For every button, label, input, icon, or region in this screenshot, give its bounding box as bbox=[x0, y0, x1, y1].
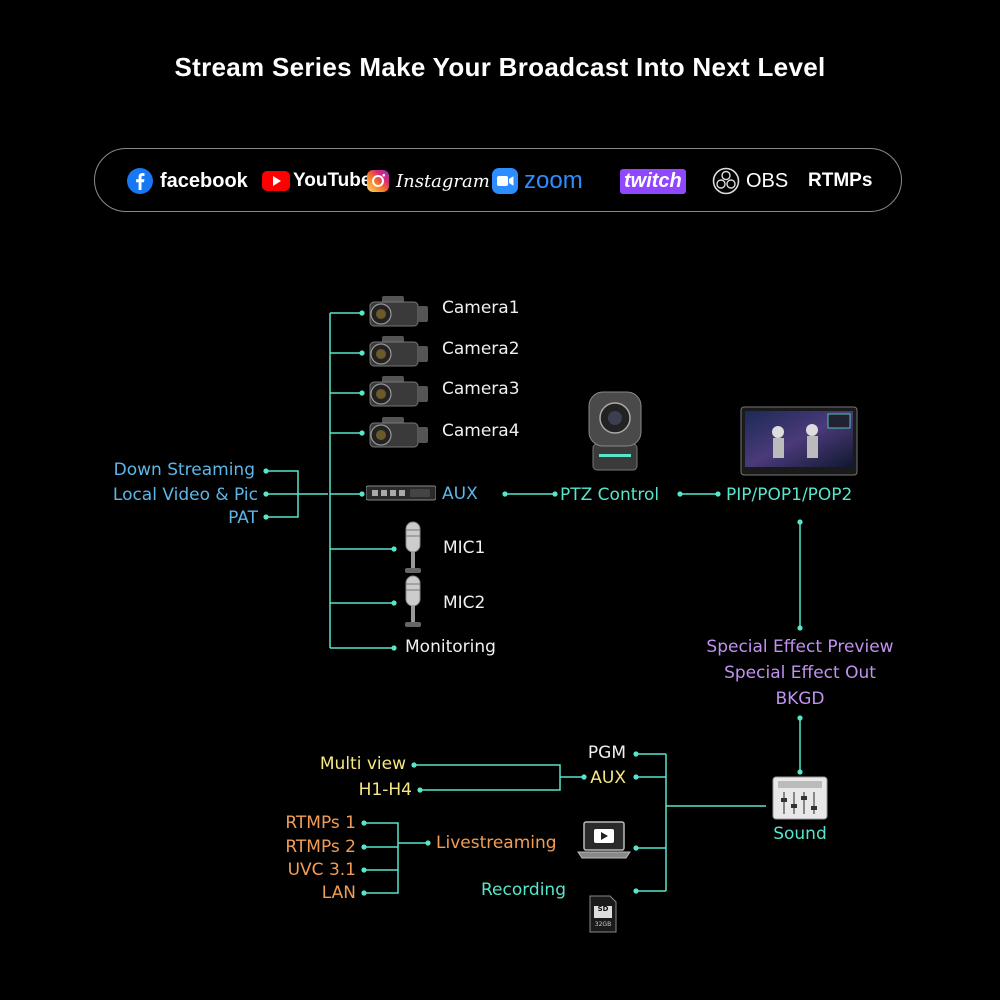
stream-target-lan: LAN bbox=[321, 883, 356, 903]
input-pat: PAT bbox=[228, 508, 258, 528]
audio-mixer-icon bbox=[772, 776, 828, 820]
platform-label: YouTube bbox=[293, 170, 372, 191]
pip-pop-label: PIP/POP1/POP2 bbox=[726, 485, 853, 505]
effect-bkgd: BKGD bbox=[775, 689, 825, 709]
sound-label: Sound bbox=[773, 824, 827, 844]
input-local-video: Local Video & Pic bbox=[112, 485, 258, 505]
source-mic1: MIC1 bbox=[443, 538, 486, 558]
instagram-icon bbox=[367, 170, 389, 192]
camcorder-icon bbox=[369, 296, 428, 327]
microphone-icon bbox=[405, 575, 421, 627]
stream-target-rtmps1: RTMPs 1 bbox=[285, 813, 356, 833]
effect-preview: Special Effect Preview bbox=[706, 637, 894, 657]
switcher-icon bbox=[366, 485, 436, 501]
output-multi-view: Multi view bbox=[319, 754, 406, 774]
platform-label: twitch bbox=[624, 169, 682, 192]
sd-card-capacity: 32GB bbox=[594, 921, 612, 928]
monitor-icon bbox=[740, 406, 858, 476]
platform-youtube: YouTube bbox=[262, 167, 371, 195]
output-recording: Recording bbox=[480, 880, 566, 900]
source-mic2: MIC2 bbox=[443, 593, 486, 613]
facebook-icon bbox=[127, 168, 153, 194]
sd-card-label: SD bbox=[597, 905, 609, 913]
microphone-icon bbox=[405, 521, 421, 573]
platform-label: RTMPs bbox=[808, 170, 873, 191]
camcorder-icon bbox=[369, 376, 428, 407]
output-aux: AUX bbox=[590, 768, 626, 788]
platform-label: Instagram bbox=[396, 170, 490, 192]
platform-label: OBS bbox=[746, 169, 789, 192]
platform-bar bbox=[94, 148, 902, 212]
ptz-control-label: PTZ Control bbox=[560, 485, 660, 505]
output-pgm: PGM bbox=[587, 743, 626, 763]
twitch-icon: twitch bbox=[620, 168, 686, 194]
source-monitoring: Monitoring bbox=[405, 637, 496, 657]
page-title: Stream Series Make Your Broadcast Into N… bbox=[174, 52, 826, 82]
platform-label: facebook bbox=[160, 169, 248, 192]
input-down-streaming: Down Streaming bbox=[113, 460, 255, 480]
output-h1-h4: H1-H4 bbox=[358, 780, 412, 800]
source-aux: AUX bbox=[442, 484, 478, 504]
ptz-camera-icon bbox=[588, 391, 642, 471]
platform-rtmps: RTMPs bbox=[802, 167, 872, 195]
effect-out: Special Effect Out bbox=[724, 663, 876, 683]
source-camera4: Camera4 bbox=[442, 421, 520, 441]
source-camera1: Camera1 bbox=[442, 298, 520, 318]
platform-instagram: Instagram bbox=[366, 167, 490, 195]
laptop-live-icon bbox=[577, 821, 631, 859]
camcorder-icon bbox=[369, 336, 428, 367]
camcorder-icon bbox=[369, 417, 428, 448]
platform-facebook: facebook bbox=[126, 167, 248, 195]
youtube-icon bbox=[262, 171, 290, 191]
source-camera3: Camera3 bbox=[442, 379, 520, 399]
zoom-icon bbox=[492, 168, 518, 194]
obs-icon bbox=[712, 167, 740, 195]
sd-card-icon: SD 32GB bbox=[588, 894, 618, 934]
platform-zoom: zoom bbox=[492, 167, 583, 195]
stream-target-uvc: UVC 3.1 bbox=[287, 860, 356, 880]
platform-twitch: twitch bbox=[620, 167, 686, 195]
output-livestreaming: Livestreaming bbox=[436, 833, 557, 853]
platform-obs: OBS bbox=[712, 167, 788, 195]
platform-label: zoom bbox=[524, 167, 583, 194]
source-camera2: Camera2 bbox=[442, 339, 520, 359]
stream-target-rtmps2: RTMPs 2 bbox=[285, 837, 356, 857]
